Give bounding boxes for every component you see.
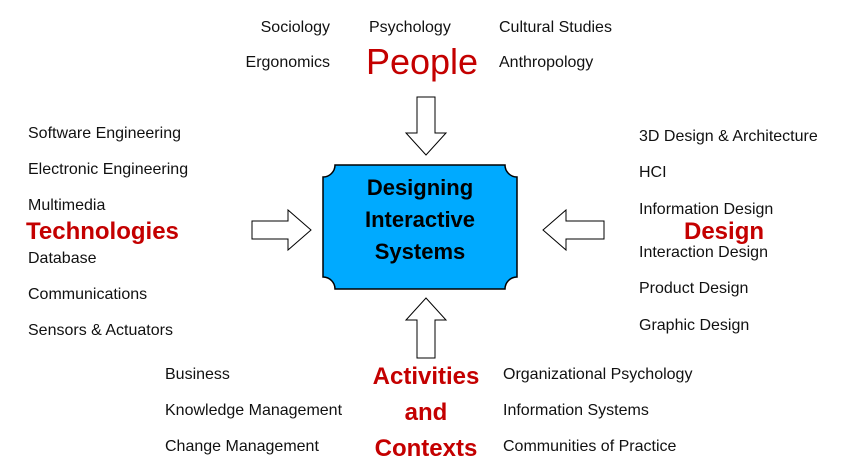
technologies-discipline: Database xyxy=(28,250,97,267)
arrow-from-technologies xyxy=(251,208,312,252)
design-heading: Design xyxy=(684,218,765,245)
design-discipline: Product Design xyxy=(639,280,749,297)
technologies-discipline: Sensors & Actuators xyxy=(28,322,173,339)
center-title: Designing Interactive Systems xyxy=(323,172,517,268)
people-discipline: Cultural Studies xyxy=(499,19,612,36)
activities-discipline: Change Management xyxy=(165,438,319,455)
activities-heading-line: Contexts xyxy=(374,435,478,462)
people-heading: People xyxy=(365,41,479,82)
design-discipline: Graphic Design xyxy=(639,317,750,334)
center-line: Interactive xyxy=(364,207,476,232)
design-discipline: Information Design xyxy=(639,201,774,218)
design-discipline: HCI xyxy=(639,164,667,181)
people-discipline: Sociology xyxy=(260,19,330,36)
design-discipline: Interaction Design xyxy=(639,244,768,261)
activities-discipline: Organizational Psychology xyxy=(503,366,693,383)
arrow-from-design xyxy=(542,208,605,252)
activities-discipline: Information Systems xyxy=(503,402,649,419)
technologies-discipline: Communications xyxy=(28,286,148,303)
people-discipline: Anthropology xyxy=(499,54,594,71)
center-box xyxy=(322,164,518,290)
center-line: Systems xyxy=(374,239,466,264)
technologies-discipline: Electronic Engineering xyxy=(28,161,189,178)
activities-heading-line: Activities xyxy=(372,363,480,390)
people-discipline: Ergonomics xyxy=(245,54,330,71)
technologies-discipline: Multimedia xyxy=(28,197,106,214)
center-line: Designing xyxy=(366,175,474,200)
activities-discipline: Business xyxy=(165,366,230,383)
arrow-from-activities xyxy=(404,297,448,359)
technologies-discipline: Software Engineering xyxy=(28,125,181,142)
arrow-from-people xyxy=(404,96,448,156)
activities-heading: Activities and Contexts xyxy=(364,359,488,467)
technologies-heading: Technologies xyxy=(26,218,179,245)
activities-discipline: Communities of Practice xyxy=(503,438,677,455)
design-discipline: 3D Design & Architecture xyxy=(639,128,818,145)
activities-discipline: Knowledge Management xyxy=(165,402,343,419)
people-discipline: Psychology xyxy=(369,19,451,36)
activities-heading-line: and xyxy=(404,399,448,426)
